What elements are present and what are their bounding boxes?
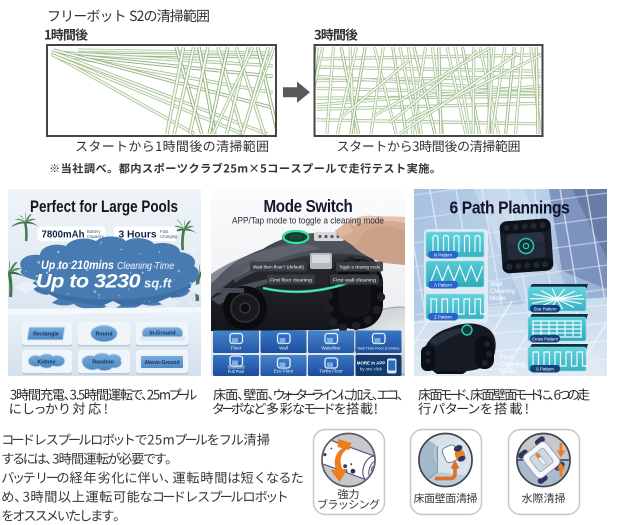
svg-text:Waterline: Waterline [321,346,341,351]
svg-text:Full Pool: Full Pool [228,369,244,374]
svg-text:MORE in APP: MORE in APP [357,361,385,366]
svg-text:sq.ft: sq.ft [144,276,172,291]
svg-text:Battery: Battery [87,229,101,234]
svg-text:Round: Round [95,332,112,338]
svg-text:Wall: Wall [279,346,288,351]
svg-text:APP/Tap mode to toggle a clean: APP/Tap mode to toggle a cleaning mode [232,216,384,226]
svg-text:Kidney: Kidney [38,360,56,366]
svg-text:Up to 210mins: Up to 210mins [41,258,114,272]
svg-text:Wait then floor? (default): Wait then floor? (default) [253,265,304,271]
svg-text:Wall Then Floor (Combo): Wall Then Floor (Combo) [358,346,401,351]
svg-text:Star Pattern: Star Pattern [534,307,558,312]
svg-text:S Pattern: S Pattern [536,367,555,372]
svg-text:Charging: Charging [160,234,178,239]
svg-text:N Pattern: N Pattern [434,253,453,258]
svg-text:Floor: Floor [500,354,515,361]
svg-text:Cleaning: Cleaning [490,288,516,295]
svg-text:Perfect for Large Pools: Perfect for Large Pools [30,197,178,216]
svg-text:First wall cleaning: First wall cleaning [333,278,376,284]
svg-text:Up to 3230: Up to 3230 [36,271,141,293]
svg-text:7800mAh: 7800mAh [42,229,85,241]
svg-text:by one click: by one click [360,367,383,372]
svg-text:Cleaning: Cleaning [500,361,526,368]
svg-text:Toggle a cleaning mode: Toggle a cleaning mode [339,265,380,271]
svg-text:Mode Switch: Mode Switch [264,196,353,216]
svg-text:Z Pattern: Z Pattern [434,315,452,320]
svg-text:Floor: Floor [231,346,242,351]
svg-text:Turbo Floor: Turbo Floor [319,369,343,374]
svg-text:Eco Floor: Eco Floor [274,369,294,374]
svg-text:Fast: Fast [160,229,169,234]
svg-text:Above-Ground: Above-Ground [145,360,180,366]
svg-text:Mode: Mode [500,368,516,375]
svg-text:Standard: Standard [228,365,246,370]
svg-text:In-Ground: In-Ground [149,331,175,337]
svg-text:3 Hours: 3 Hours [119,229,157,241]
svg-text:Cleaning Time: Cleaning Time [117,261,174,272]
svg-text:6 Path Plannings: 6 Path Plannings [450,198,571,218]
svg-text:Random: Random [92,360,114,366]
svg-text:First floor cleaning: First floor cleaning [270,278,312,284]
svg-text:Λ Pattern: Λ Pattern [434,283,452,288]
svg-text:Capacity: Capacity [87,234,105,239]
svg-text:Mode: Mode [490,295,506,302]
svg-text:Wall: Wall [490,281,502,288]
svg-text:Cross Pattern: Cross Pattern [532,337,559,342]
svg-text:Rectangle: Rectangle [33,332,59,338]
